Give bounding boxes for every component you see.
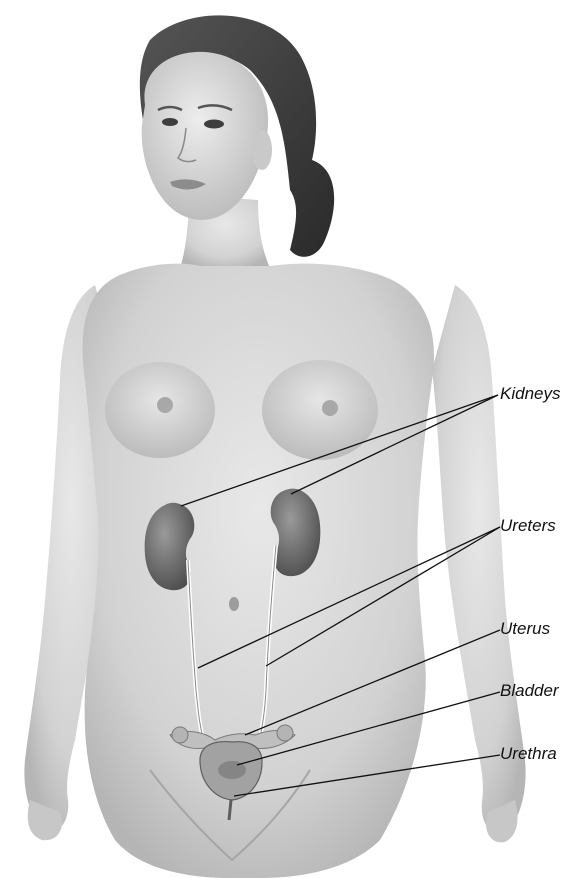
torso (83, 264, 434, 878)
right-ovary (277, 725, 293, 741)
navel (229, 597, 239, 611)
label-kidneys: Kidneys (500, 384, 561, 403)
label-urethra: Urethra (500, 744, 557, 763)
left-eye (162, 118, 178, 126)
label-ureters: Ureters (500, 516, 556, 535)
ear (252, 130, 272, 170)
label-uterus: Uterus (500, 619, 551, 638)
urethra (229, 800, 231, 820)
label-bladder: Bladder (500, 681, 560, 700)
face (142, 52, 272, 220)
right-breast (262, 360, 378, 460)
right-eye (204, 120, 224, 129)
left-ovary (172, 727, 188, 743)
